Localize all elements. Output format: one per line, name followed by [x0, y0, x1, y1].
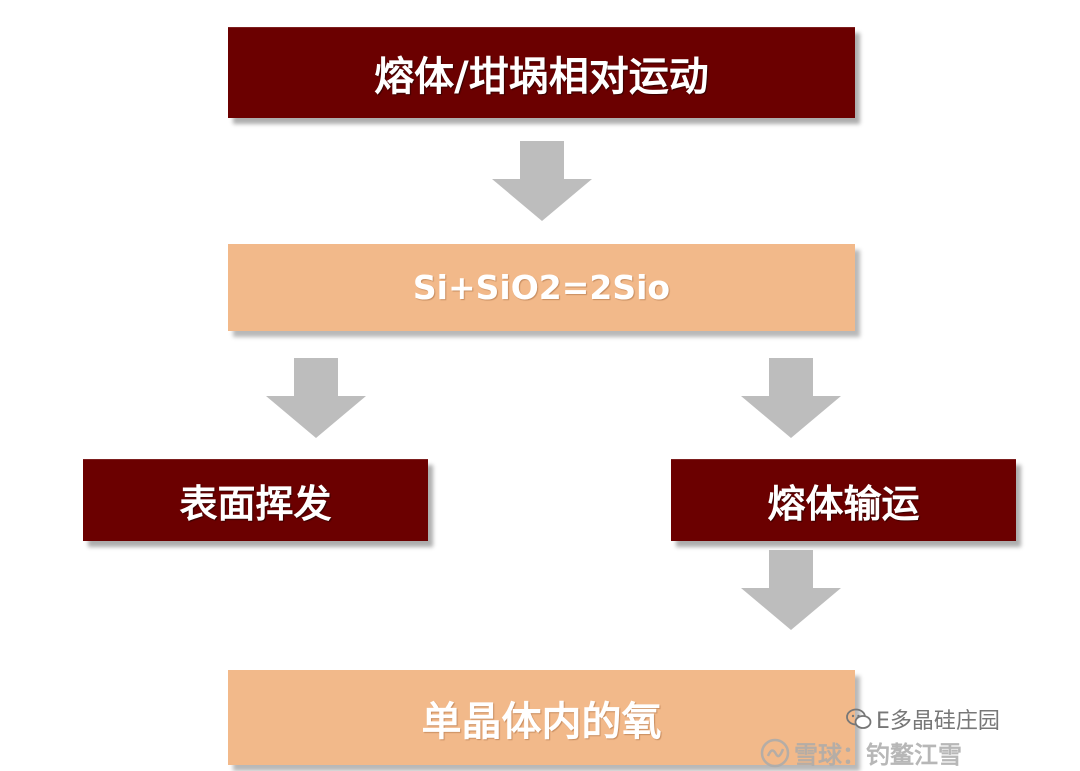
box-surface-evaporation: 表面挥发 — [83, 459, 428, 541]
box-melt-crucible-motion-label: 熔体/坩埚相对运动 — [374, 53, 709, 100]
arrow-down-icon — [492, 141, 592, 221]
watermark-source: E多晶硅庄园 — [846, 703, 1000, 735]
box-oxygen-in-crystal-label: 单晶体内的氧 — [421, 698, 662, 745]
arrow-down-icon — [741, 358, 841, 438]
box-reaction-label: Si+SiO2=2Sio — [412, 268, 671, 307]
arrow-down-icon — [266, 358, 366, 438]
box-surface-evaporation-label: 表面挥发 — [179, 481, 332, 526]
watermark-platform: 雪球：钓鳌江雪 — [760, 735, 962, 770]
arrow-down-icon — [741, 550, 841, 630]
xueqiu-icon — [760, 738, 790, 767]
box-melt-crucible-motion: 熔体/坩埚相对运动 — [228, 27, 855, 118]
box-reaction: Si+SiO2=2Sio — [228, 244, 855, 331]
box-oxygen-in-crystal: 单晶体内的氧 — [228, 670, 855, 765]
watermark-platform-label: 雪球：钓鳌江雪 — [794, 741, 962, 769]
box-melt-transport-label: 熔体输运 — [767, 481, 920, 526]
watermark-source-label: E多晶硅庄园 — [876, 709, 1000, 734]
box-melt-transport: 熔体输运 — [671, 459, 1016, 541]
wechat-icon — [846, 708, 872, 729]
